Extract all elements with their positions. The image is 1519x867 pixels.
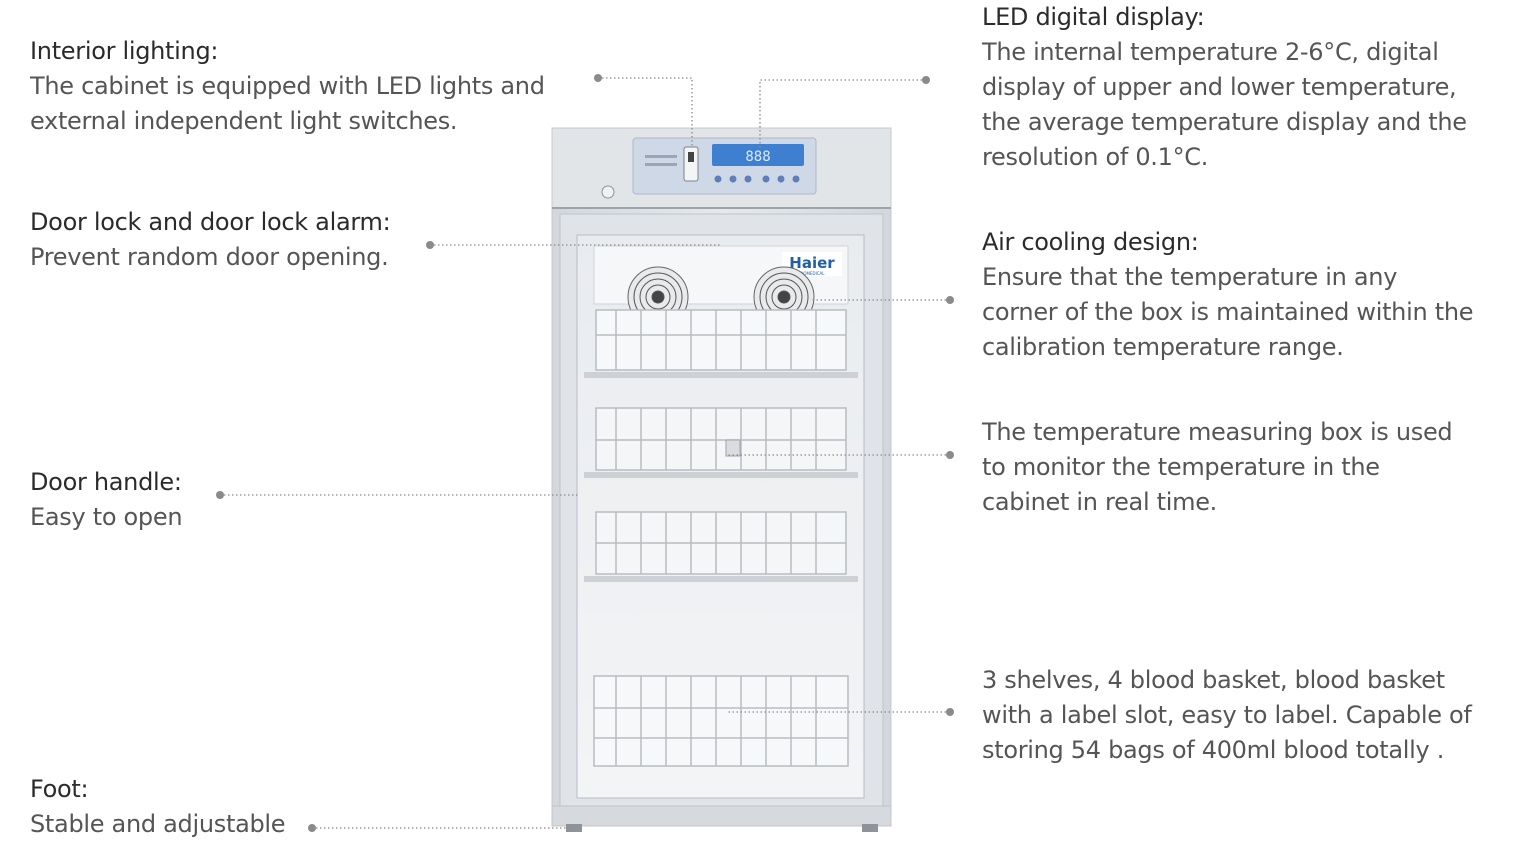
callout-line: cabinet in real time.	[982, 488, 1217, 516]
callout-shelves: 3 shelves, 4 blood basket, blood basket …	[982, 663, 1472, 768]
leader-lines	[220, 77, 950, 829]
callout-line: with a label slot, easy to label. Capabl…	[982, 701, 1472, 729]
callout-line: external independent light switches.	[30, 107, 458, 135]
callout-line: The cabinet is equipped with LED lights …	[30, 72, 545, 100]
callout-led-display: LED digital display: The internal temper…	[982, 0, 1467, 175]
brand-logo: Haier	[789, 254, 835, 272]
blood-basket	[595, 511, 847, 575]
foot	[862, 824, 878, 832]
callout-line: Ensure that the temperature in any	[982, 263, 1398, 291]
door-lock-icon	[601, 185, 615, 199]
callout-line: display of upper and lower temperature,	[982, 73, 1457, 101]
callout-foot: Foot: Stable and adjustable	[30, 772, 286, 842]
display-digits: 888	[745, 149, 770, 165]
callout-line: 3 shelves, 4 blood basket, blood basket	[982, 666, 1445, 694]
callout-title: Interior lighting:	[30, 37, 219, 65]
callout-line: The temperature measuring box is used	[982, 418, 1453, 446]
callout-line: storing 54 bags of 400ml blood totally .	[982, 736, 1445, 764]
callout-air-cooling: Air cooling design: Ensure that the temp…	[982, 225, 1474, 365]
callout-title: Door handle:	[30, 468, 182, 496]
brand-sub: BIOMEDICAL	[799, 271, 825, 276]
callout-title: Door lock and door lock alarm:	[30, 208, 391, 236]
callout-line: resolution of 0.1°C.	[982, 143, 1209, 171]
shelf	[584, 472, 858, 478]
callout-line: Stable and adjustable	[30, 810, 286, 838]
callout-interior-lighting: Interior lighting: The cabinet is equipp…	[30, 34, 545, 139]
callout-line: Prevent random door opening.	[30, 243, 389, 271]
leader-dots	[216, 74, 954, 832]
callout-line: the average temperature display and the	[982, 108, 1467, 136]
callout-title: LED digital display:	[982, 3, 1205, 31]
blood-basket	[595, 309, 847, 371]
blood-basket	[593, 675, 849, 767]
control-buttons	[714, 175, 800, 183]
callout-line: Easy to open	[30, 503, 183, 531]
callout-door-handle: Door handle: Easy to open	[30, 465, 183, 535]
callout-line: to monitor the temperature in the	[982, 453, 1380, 481]
callout-title: Air cooling design:	[982, 228, 1199, 256]
foot	[566, 824, 582, 832]
shelf	[584, 372, 858, 378]
callout-line: corner of the box is maintained within t…	[982, 298, 1474, 326]
cabinet-base	[551, 805, 892, 827]
callout-temp-box: The temperature measuring box is used to…	[982, 415, 1453, 520]
callout-title: Foot:	[30, 775, 89, 803]
callout-door-lock: Door lock and door lock alarm: Prevent r…	[30, 205, 391, 275]
temperature-measuring-box	[725, 439, 741, 457]
callout-line: calibration temperature range.	[982, 333, 1344, 361]
callout-line: The internal temperature 2-6°C, digital	[982, 38, 1439, 66]
shelf	[584, 576, 858, 582]
led-display	[712, 144, 804, 166]
light-switch[interactable]	[683, 146, 699, 182]
blood-basket	[595, 407, 847, 471]
